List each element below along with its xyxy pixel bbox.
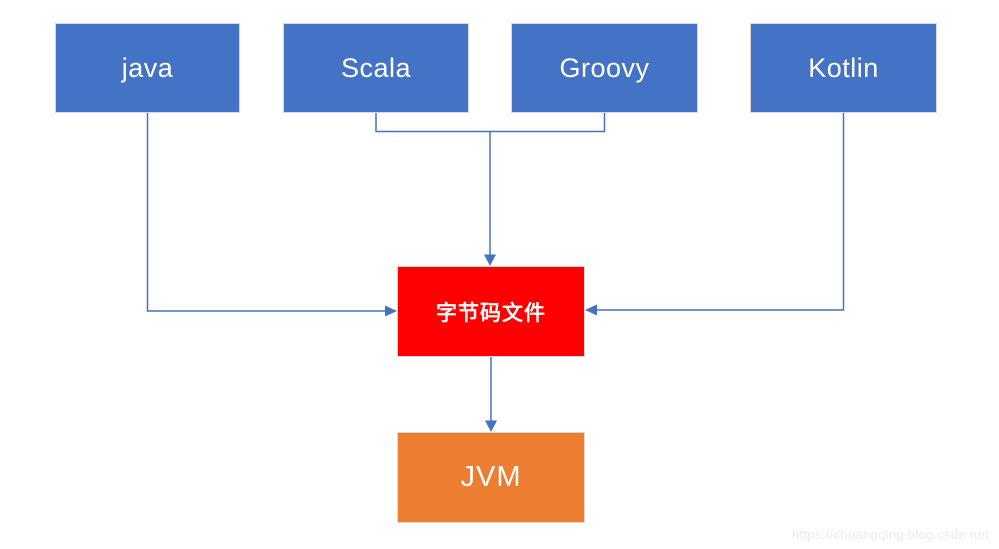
arrowhead-junction-to-bytecode xyxy=(484,254,496,266)
node-scala: Scala xyxy=(283,23,469,113)
node-groovy: Groovy xyxy=(511,23,698,113)
node-kotlin-label: Kotlin xyxy=(808,52,879,83)
node-groovy-label: Groovy xyxy=(559,52,650,83)
connector-scala-groovy-junction xyxy=(375,113,606,133)
node-bytecode-file-label: 字节码文件 xyxy=(436,301,546,325)
connector-java-to-bytecode xyxy=(146,113,385,312)
arrowhead-bytecode-to-jvm xyxy=(485,420,497,432)
watermark-url: https://ithuangqing.blog.csdn.net xyxy=(791,527,989,542)
node-java: java xyxy=(55,23,240,113)
connector-kotlin-to-bytecode xyxy=(597,113,845,311)
arrowhead-kotlin-to-bytecode xyxy=(585,304,597,316)
node-jvm: JVM xyxy=(397,432,585,523)
arrowhead-java-to-bytecode xyxy=(385,305,397,317)
node-java-label: java xyxy=(121,52,174,83)
node-jvm-label: JVM xyxy=(460,461,522,493)
node-scala-label: Scala xyxy=(340,52,412,83)
node-bytecode-file: 字节码文件 xyxy=(397,266,585,357)
node-kotlin: Kotlin xyxy=(750,23,937,113)
